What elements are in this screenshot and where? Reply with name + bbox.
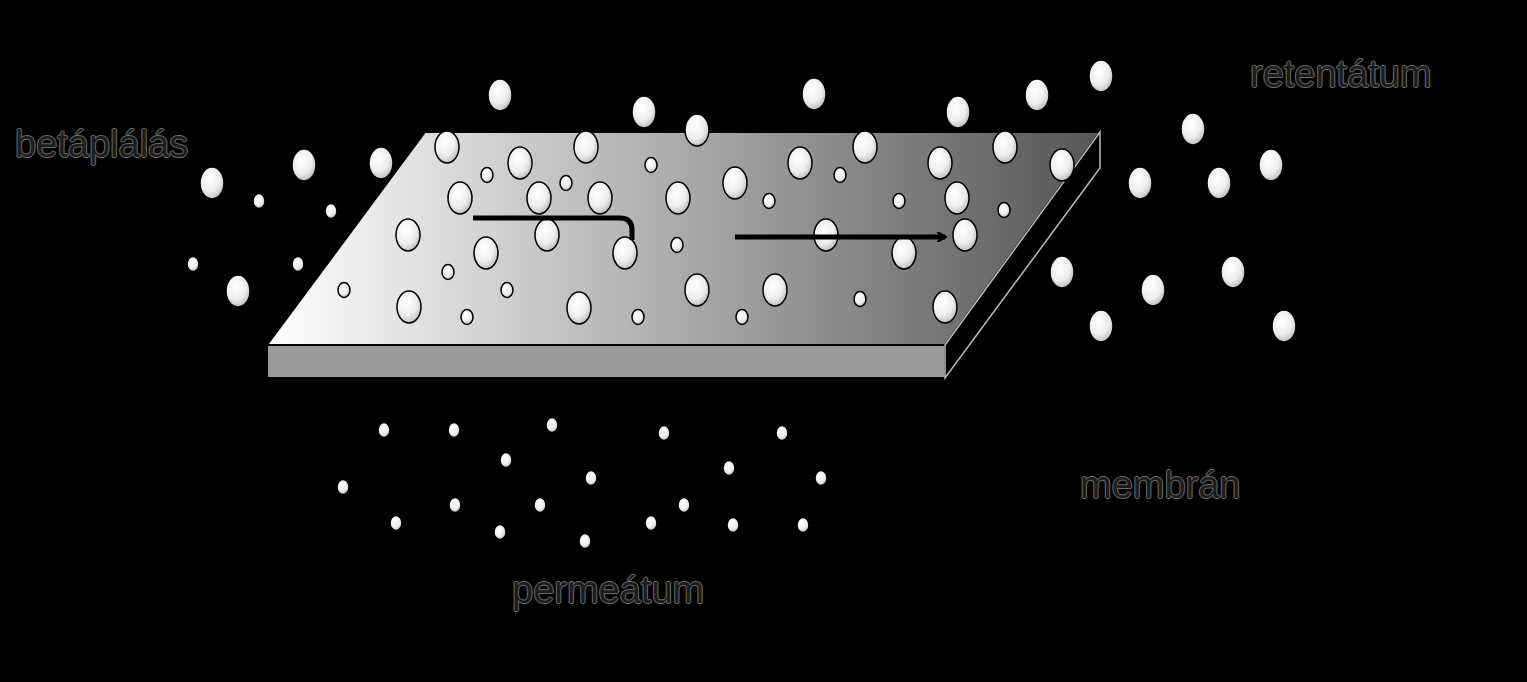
small-particle [253, 194, 265, 209]
large-particle [1050, 149, 1074, 181]
large-particle [1221, 256, 1245, 288]
large-particle [588, 182, 612, 214]
small-particle [534, 498, 546, 513]
large-particle [397, 291, 421, 323]
small-particle [390, 516, 402, 531]
large-particle [946, 96, 970, 128]
small-particle [337, 480, 349, 495]
feed-label: betáplálás [15, 124, 188, 166]
large-particle [666, 182, 690, 214]
small-particle [736, 310, 748, 325]
large-particle [1128, 167, 1152, 199]
large-particle [1025, 79, 1049, 111]
small-particle [461, 310, 473, 325]
small-particle [763, 194, 775, 209]
small-particle [645, 516, 657, 531]
small-particle [338, 283, 350, 298]
permeate-label: permeátum [512, 570, 704, 612]
large-particle [613, 237, 637, 269]
small-particle [579, 534, 591, 549]
flow-arrow [735, 235, 945, 240]
large-particle [1050, 256, 1074, 288]
small-particle [449, 498, 461, 513]
large-particle [928, 147, 952, 179]
membrane-side [945, 132, 1100, 378]
large-particle [1089, 60, 1113, 92]
large-particle [802, 78, 826, 110]
small-particle [658, 426, 670, 441]
large-particle [632, 96, 656, 128]
large-particle [1141, 274, 1165, 306]
small-particle [727, 518, 739, 533]
small-particle [560, 176, 572, 191]
membrane-label: membrán [1080, 465, 1241, 507]
small-particle [723, 461, 735, 476]
large-particle [892, 237, 916, 269]
small-particle [501, 283, 513, 298]
large-particle [1181, 113, 1205, 145]
small-particle [442, 265, 454, 280]
large-particle [567, 292, 591, 324]
large-particle [488, 79, 512, 111]
small-particle [546, 418, 558, 433]
large-particle [226, 275, 250, 307]
small-particle [776, 426, 788, 441]
small-particle [893, 194, 905, 209]
membrane-front [267, 345, 945, 378]
large-particle [448, 182, 472, 214]
large-particle [723, 167, 747, 199]
large-particle [1207, 167, 1231, 199]
small-particle [585, 471, 597, 486]
large-particle [788, 147, 812, 179]
large-particle [200, 167, 224, 199]
small-particle [187, 257, 199, 272]
large-particle [508, 147, 532, 179]
small-particle [632, 310, 644, 325]
large-particle [527, 182, 551, 214]
large-particle [574, 131, 598, 163]
large-particle [1259, 149, 1283, 181]
small-particle [378, 423, 390, 438]
small-particle [815, 471, 827, 486]
large-particle [396, 219, 420, 251]
small-particle [834, 168, 846, 183]
small-particle [678, 498, 690, 513]
large-particle [474, 237, 498, 269]
small-particle [645, 158, 657, 173]
large-particle [763, 274, 787, 306]
large-particle [1089, 310, 1113, 342]
small-particle [448, 423, 460, 438]
large-particle [1272, 310, 1296, 342]
retentate-label: retentátum [1250, 54, 1432, 96]
small-particle [481, 168, 493, 183]
small-particle [325, 204, 337, 219]
large-particle [953, 219, 977, 251]
large-particle [435, 131, 459, 163]
large-particle [535, 219, 559, 251]
large-particle [369, 147, 393, 179]
small-particle [998, 203, 1010, 218]
flow-arrow [473, 218, 632, 240]
large-particle [685, 274, 709, 306]
small-particle [500, 453, 512, 468]
large-particle [933, 291, 957, 323]
large-particle [292, 149, 316, 181]
small-particle [671, 238, 683, 253]
small-particle [797, 518, 809, 533]
large-particle [945, 182, 969, 214]
large-particle [685, 114, 709, 146]
small-particle [292, 257, 304, 272]
large-particle [853, 131, 877, 163]
small-particle [854, 292, 866, 307]
particles [187, 60, 1296, 549]
small-particle [494, 525, 506, 540]
large-particle [993, 131, 1017, 163]
